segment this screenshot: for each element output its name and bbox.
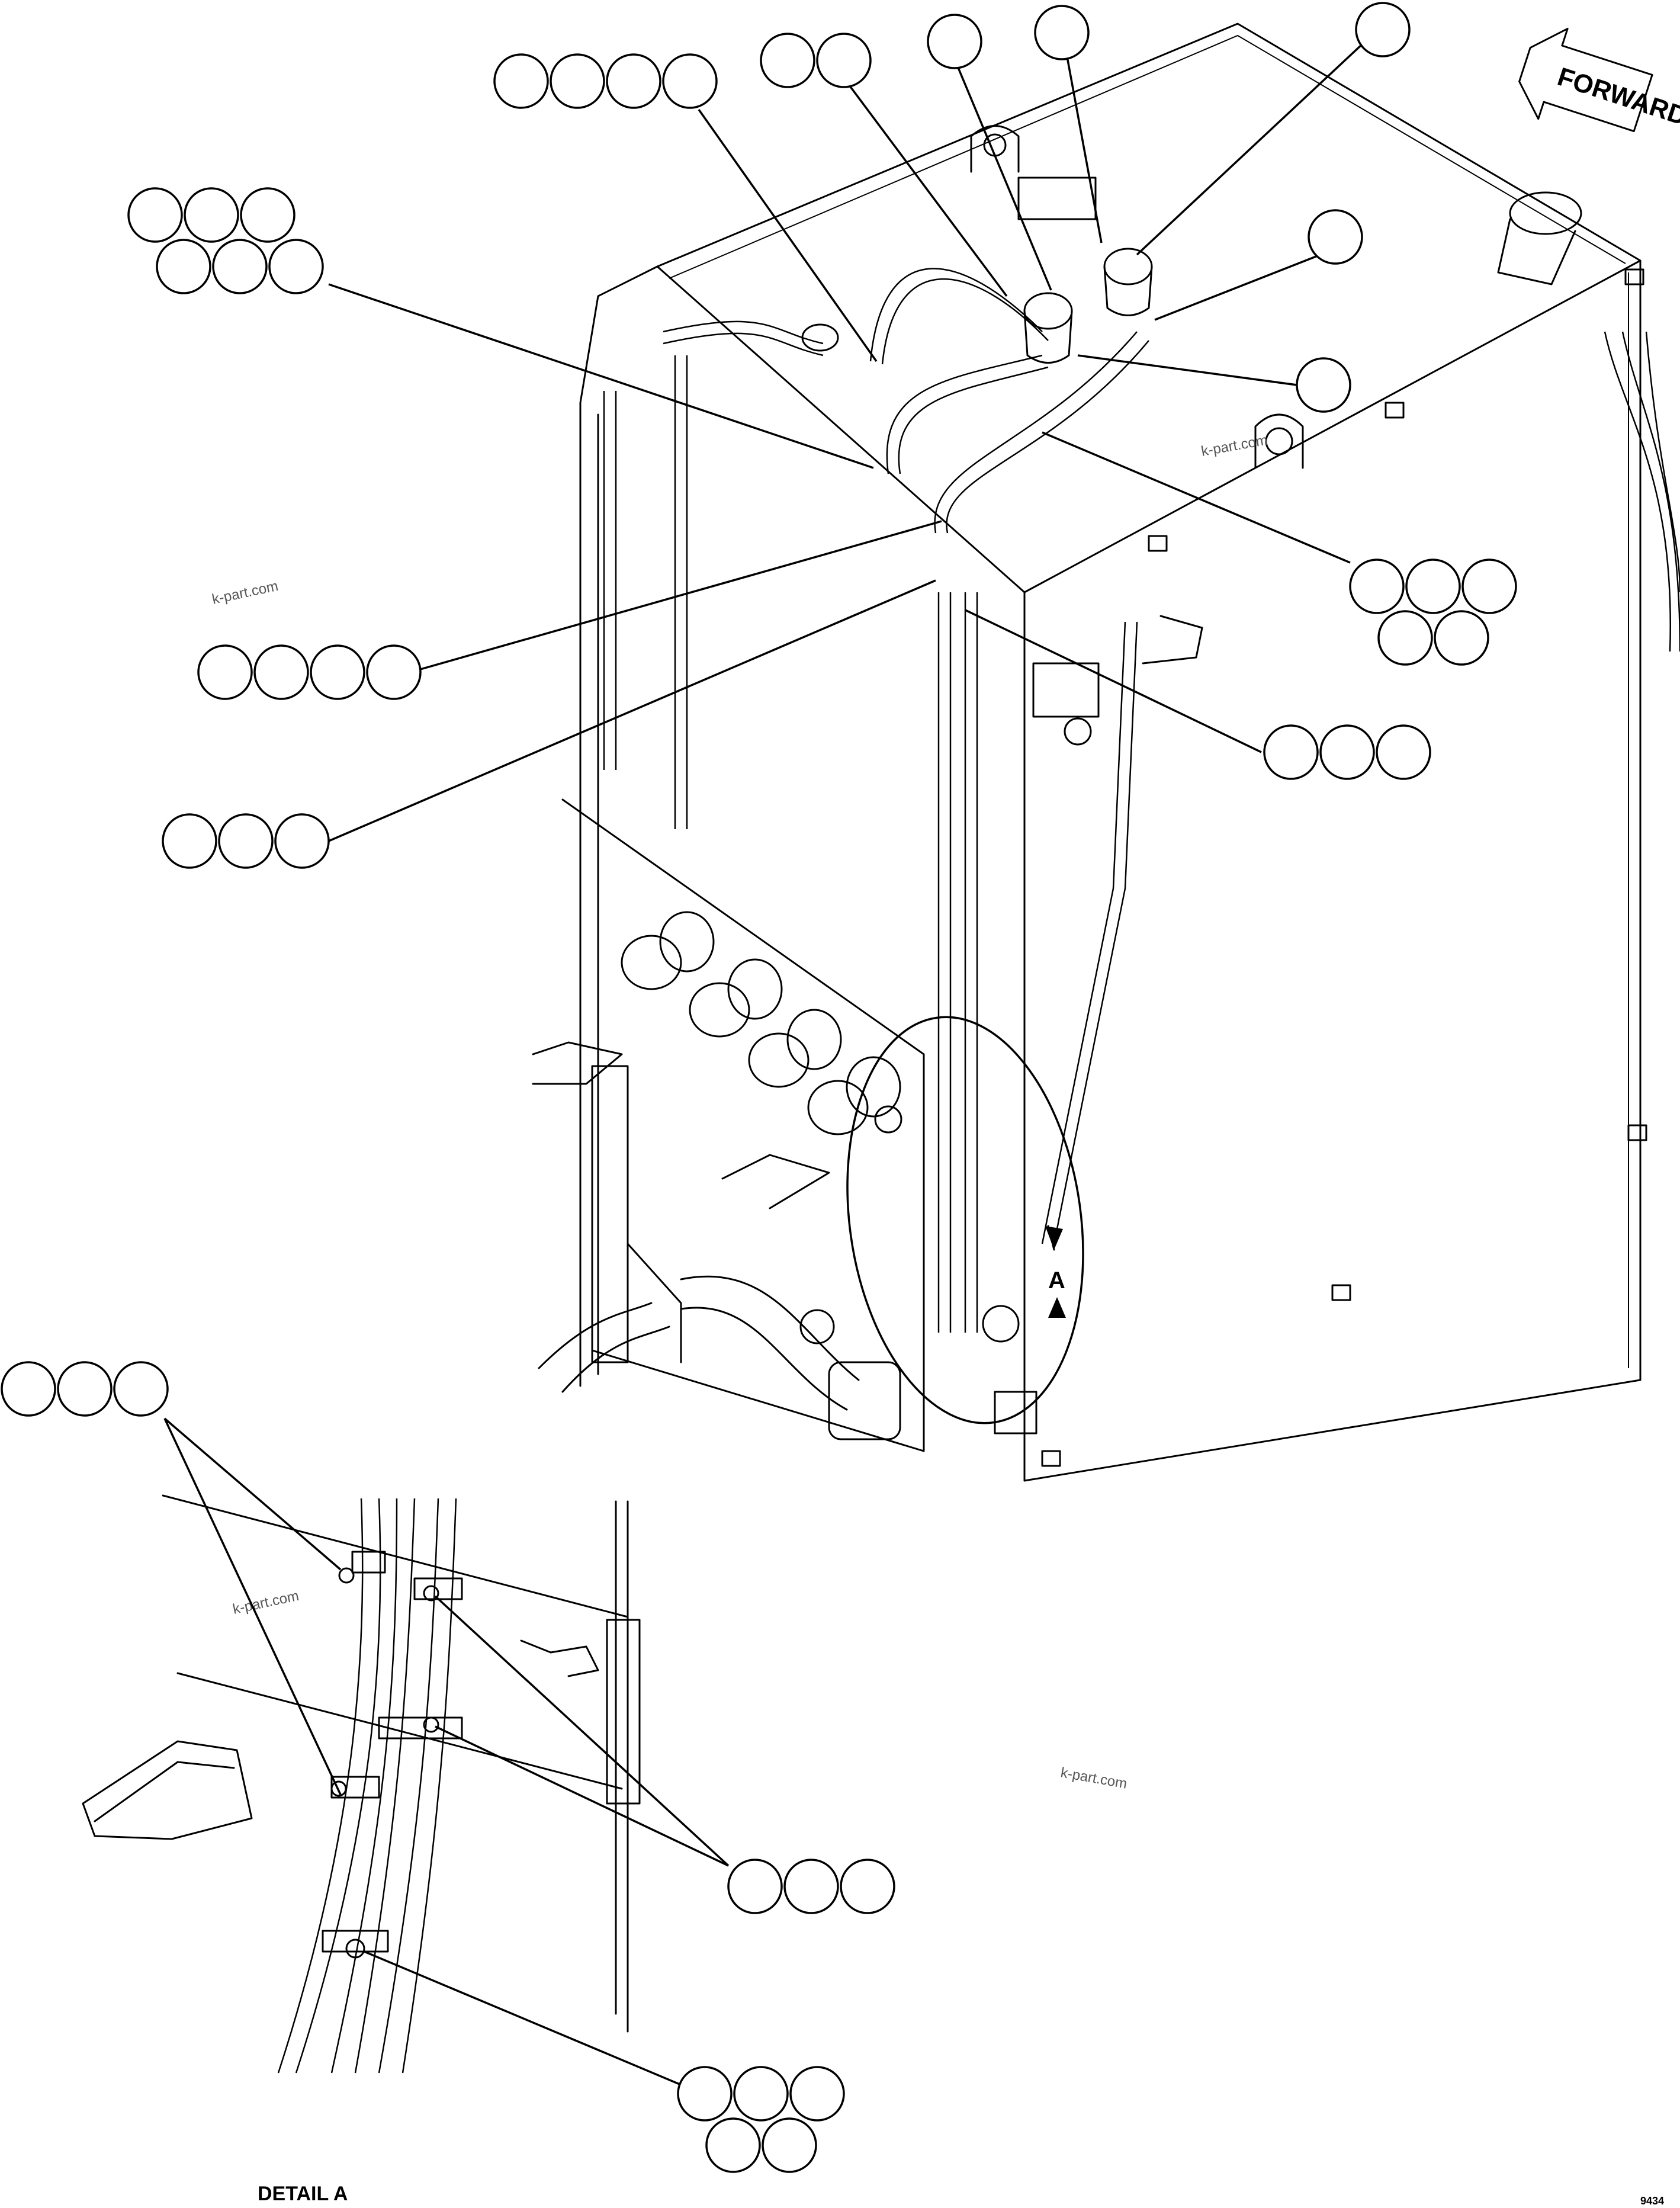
leader-lines: [163, 43, 1363, 2086]
callout-group-clip-set-1: [127, 187, 324, 294]
callout-bubble: [1376, 724, 1431, 780]
callout-bubble: [816, 33, 872, 88]
callout-bubble: [762, 2117, 817, 2173]
callout-bubble: [550, 53, 605, 109]
callout-bubble-tee: [1296, 357, 1351, 413]
callout-group-detail-right-3: [727, 1859, 895, 1914]
watermark-3: k-part.com: [232, 1588, 300, 1618]
callout-bubble: [840, 1859, 895, 1914]
watermark-1: k-part.com: [211, 578, 280, 608]
callout-bubble-valve-2: [1034, 5, 1090, 60]
callout-group-detail-left-3: [1, 1361, 169, 1417]
callout-bubble: [127, 187, 183, 243]
callout-bubble: [783, 1859, 839, 1914]
callout-bubble: [366, 644, 422, 700]
section-marker: A: [1048, 1267, 1065, 1294]
callout-bubble: [677, 2066, 733, 2122]
callout-group-valve-pair: [760, 33, 872, 88]
callout-group-left-middle-4: [197, 644, 422, 700]
callout-group-right-middle-3: [1263, 724, 1431, 780]
callout-bubble: [212, 239, 268, 294]
callout-bubble: [705, 2117, 761, 2173]
forward-arrow: FORWARD: [1518, 27, 1680, 133]
callout-group-top-left-hoses: [493, 53, 718, 109]
detail-a-view: DETAIL A: [82, 1494, 641, 2205]
watermark-4: k-part.com: [1059, 1764, 1128, 1792]
callout-bubble: [662, 53, 718, 109]
callout-group-detail-bottom-5: [677, 2066, 845, 2173]
callout-bubble: [1319, 724, 1375, 780]
hydraulic-tank: [579, 23, 1647, 1482]
callout-group-left-lower-3: [162, 813, 330, 869]
callout-bubble: [184, 187, 239, 243]
callout-bubble: [789, 2066, 845, 2122]
callout-bubble: [727, 1859, 783, 1914]
callout-bubble: [57, 1361, 113, 1417]
callout-bubble: [197, 644, 253, 700]
callout-bubble: [760, 33, 815, 88]
callout-bubble: [162, 813, 217, 869]
callout-bubble: [310, 644, 365, 700]
callout-bubble: [268, 239, 324, 294]
callout-bubble: [733, 2066, 789, 2122]
callout-bubble: [1377, 610, 1433, 666]
detail-a-label: DETAIL A: [258, 2183, 348, 2205]
callout-bubble-fitting: [1308, 209, 1363, 265]
callout-bubble: [240, 187, 295, 243]
top-valves: [801, 176, 1153, 1434]
watermark-2: k-part.com: [1200, 432, 1268, 460]
callout-bubble: [1461, 559, 1517, 614]
callout-bubble: [1349, 559, 1405, 614]
callout-bubble-valve-1: [927, 14, 982, 69]
callout-bubble: [1405, 559, 1461, 614]
figure-code: 9434: [1640, 2195, 1664, 2207]
callout-bubble: [113, 1361, 169, 1417]
detail-a-marker-ellipse: [846, 1016, 1084, 1424]
callout-bubble: [156, 239, 211, 294]
callout-bubble-elbow: [1355, 2, 1411, 57]
callout-bubble: [1434, 610, 1489, 666]
callout-bubble: [274, 813, 330, 869]
callout-bubble: [1263, 724, 1319, 780]
forward-label: FORWARD: [1554, 62, 1680, 131]
callout-bubble: [1, 1361, 56, 1417]
callout-bubble: [218, 813, 274, 869]
callout-bubble: [253, 644, 309, 700]
hoses: [603, 268, 1680, 1333]
pump-assembly: [532, 798, 1020, 1452]
callout-bubble: [606, 53, 661, 109]
callout-group-clip-set-2: [1349, 559, 1517, 666]
callout-bubble: [493, 53, 549, 109]
